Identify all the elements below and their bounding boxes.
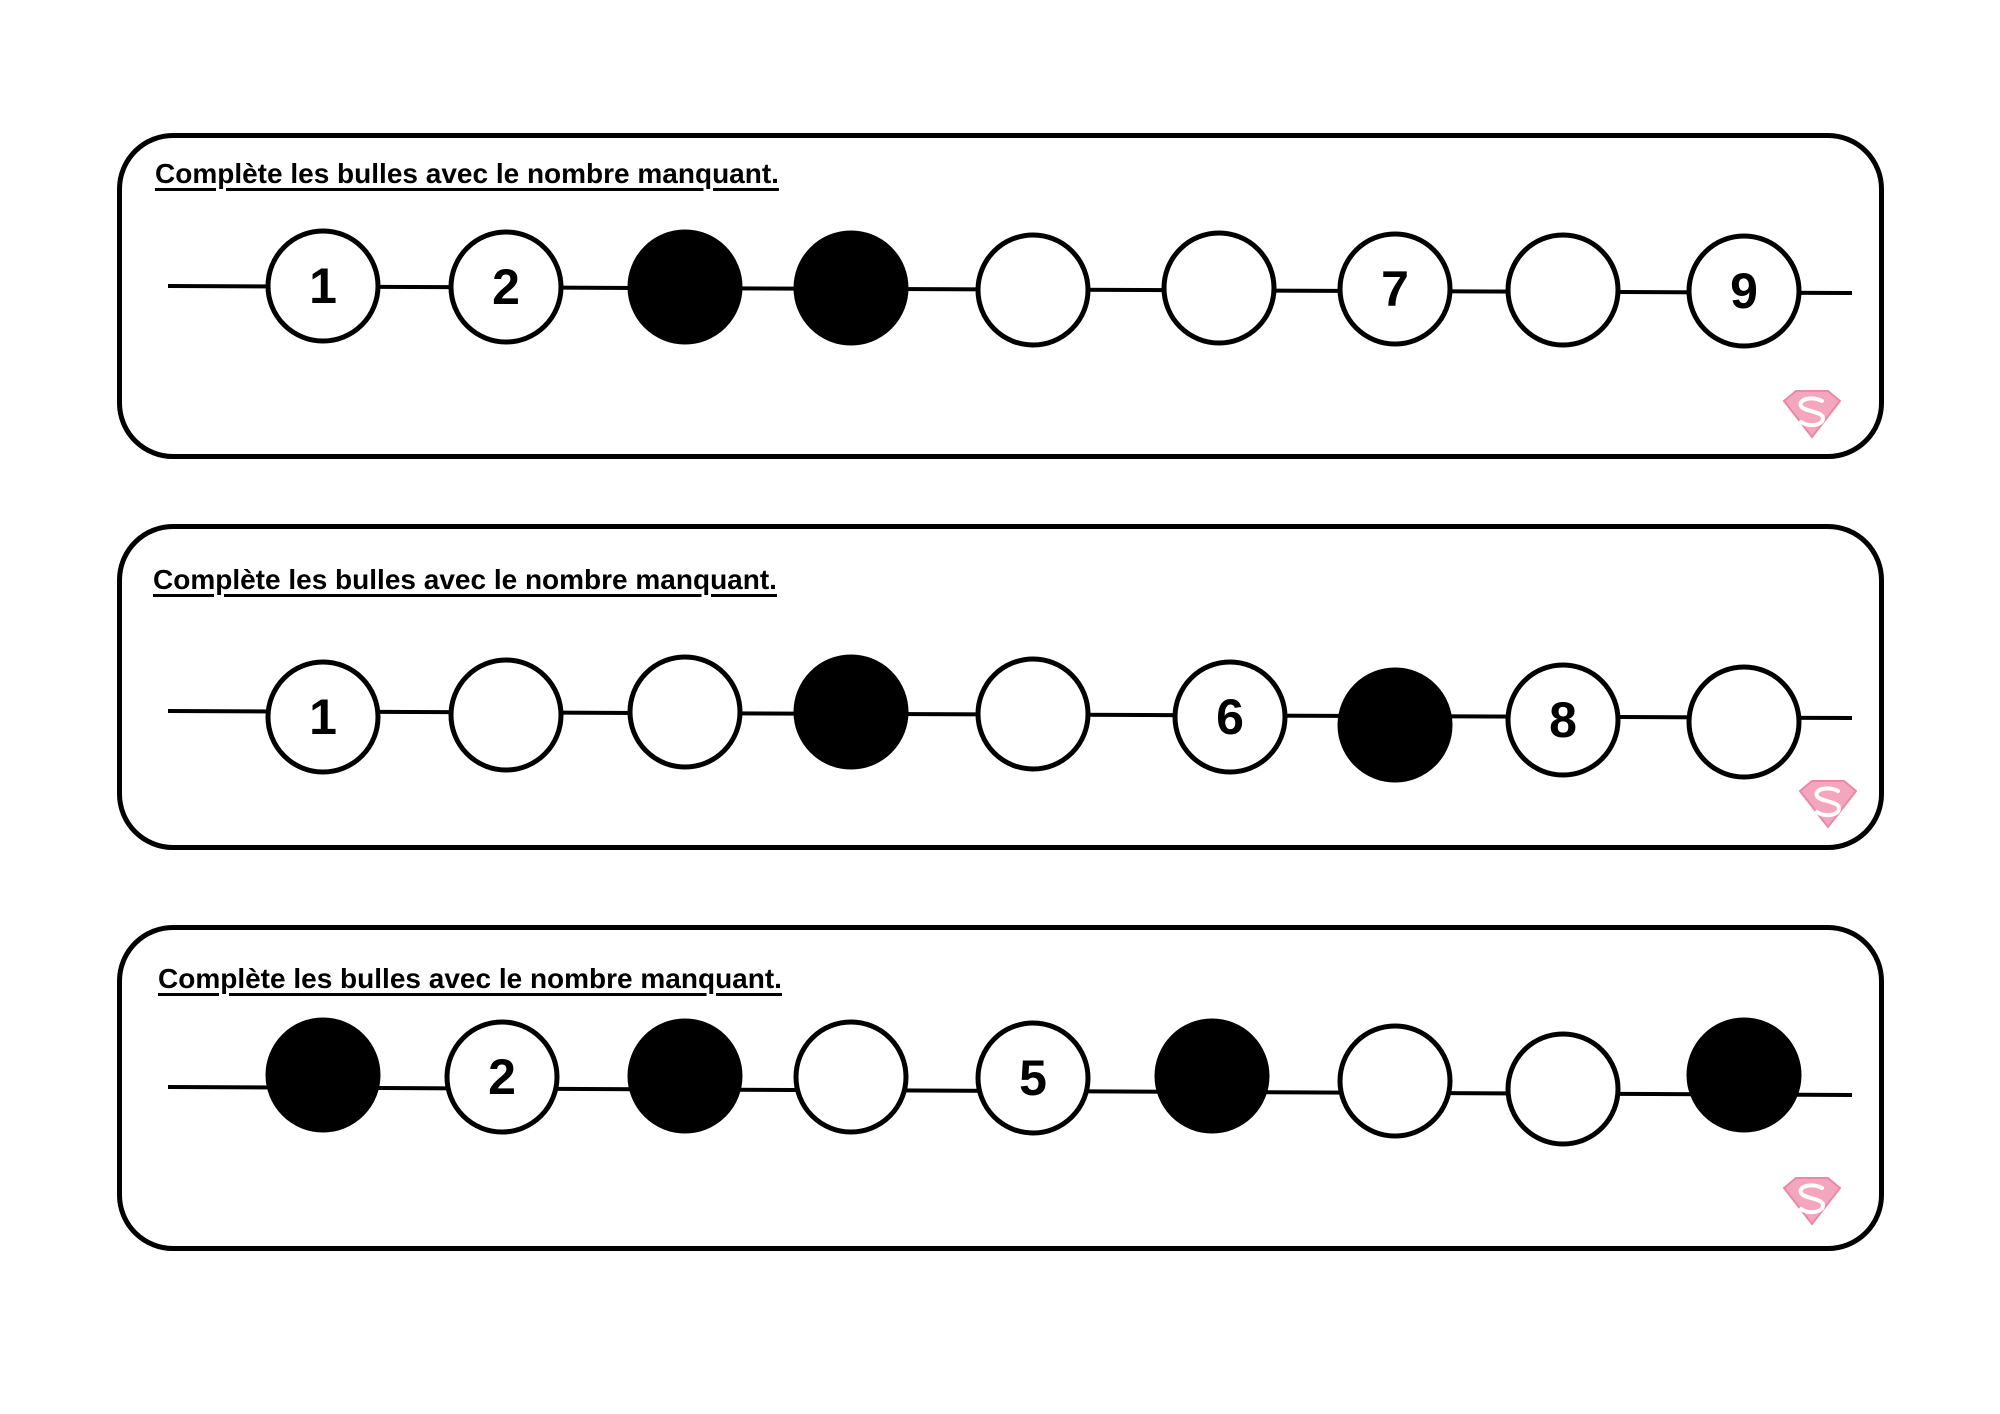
bubble-number: 2: [492, 259, 520, 315]
filled-bubble: [265, 1017, 381, 1133]
number-bubble: 9: [1686, 233, 1802, 349]
superman-shield-icon: [1782, 1177, 1842, 1226]
bubble-number: 7: [1381, 261, 1409, 317]
empty-bubble-answer[interactable]: [975, 656, 1091, 772]
shield-shape: [1782, 390, 1842, 439]
empty-bubble-answer[interactable]: [1686, 664, 1802, 780]
bubble-circle: [627, 229, 743, 345]
instruction-text: Complète les bulles avec le nombre manqu…: [153, 564, 777, 595]
bubble-circle: [448, 657, 564, 773]
empty-bubble-answer[interactable]: [1337, 1023, 1453, 1139]
number-bubble: 1: [265, 228, 381, 344]
bubble-circle: [1337, 667, 1453, 783]
filled-bubble: [1154, 1018, 1270, 1134]
bubble-circle: [793, 654, 909, 770]
bubble-circle: [1172, 659, 1288, 775]
bubble-circle: [975, 1020, 1091, 1136]
shield-s-mark: [1798, 1183, 1825, 1215]
instruction-text: Complète les bulles avec le nombre manqu…: [158, 963, 782, 994]
bubble-circle: [1337, 231, 1453, 347]
number-bubble: 5: [975, 1020, 1091, 1136]
number-line-2: 1 6 8: [167, 654, 1858, 829]
bubble-circle: [1686, 664, 1802, 780]
bubble-circle: [975, 232, 1091, 348]
bubble-number: 5: [1019, 1050, 1047, 1106]
bubble-number: 2: [488, 1049, 516, 1105]
number-bubble: 8: [1505, 662, 1621, 778]
filled-bubble: [1337, 667, 1453, 783]
bubble-circle: [1337, 1023, 1453, 1139]
empty-bubble-answer[interactable]: [1505, 232, 1621, 348]
bubble-circle: [444, 1019, 560, 1135]
empty-bubble-answer[interactable]: [1161, 230, 1277, 346]
empty-bubble-answer[interactable]: [627, 654, 743, 770]
number-bubble: 7: [1337, 231, 1453, 347]
bubble-circle: [448, 229, 564, 345]
bubble-circle: [1154, 1018, 1270, 1134]
bubble-circle: [1505, 1031, 1621, 1147]
number-bubble: 6: [1172, 659, 1288, 775]
shield-shape: [1782, 1177, 1842, 1226]
number-line-1: 1 2 7 9: [167, 228, 1853, 439]
bubble-circle: [975, 656, 1091, 772]
bubble-circle: [627, 654, 743, 770]
bubble-circle: [1686, 1017, 1802, 1133]
shield-shape: [1798, 780, 1858, 829]
shield-s-mark: [1814, 786, 1841, 818]
filled-bubble: [1686, 1017, 1802, 1133]
bubble-circle: [1505, 662, 1621, 778]
bubble-number: 1: [309, 689, 337, 745]
empty-bubble-answer[interactable]: [793, 1019, 909, 1135]
instruction-text: Complète les bulles avec le nombre manqu…: [155, 158, 779, 189]
empty-bubble-answer[interactable]: [448, 657, 564, 773]
number-bubble: 2: [448, 229, 564, 345]
filled-bubble: [793, 654, 909, 770]
bubble-circle: [265, 659, 381, 775]
bubble-circle: [1686, 233, 1802, 349]
bubble-circle: [265, 228, 381, 344]
shield-s-mark: [1798, 396, 1825, 428]
bubble-circle: [265, 1017, 381, 1133]
number-bubble: 1: [265, 659, 381, 775]
filled-bubble: [793, 230, 909, 346]
bubble-number: 9: [1730, 263, 1758, 319]
filled-bubble: [627, 229, 743, 345]
bubble-number: 6: [1216, 689, 1244, 745]
bubble-number: 1: [309, 258, 337, 314]
empty-bubble-answer[interactable]: [975, 232, 1091, 348]
filled-bubble: [627, 1018, 743, 1134]
bubble-number: 8: [1549, 692, 1577, 748]
bubble-circle: [1505, 232, 1621, 348]
superman-shield-icon: [1798, 780, 1858, 829]
bubble-circle: [1161, 230, 1277, 346]
bubble-circle: [627, 1018, 743, 1134]
bubble-circle: [793, 1019, 909, 1135]
empty-bubble-answer[interactable]: [1505, 1031, 1621, 1147]
bubble-circle: [793, 230, 909, 346]
superman-shield-icon: [1782, 390, 1842, 439]
number-bubble: 2: [444, 1019, 560, 1135]
